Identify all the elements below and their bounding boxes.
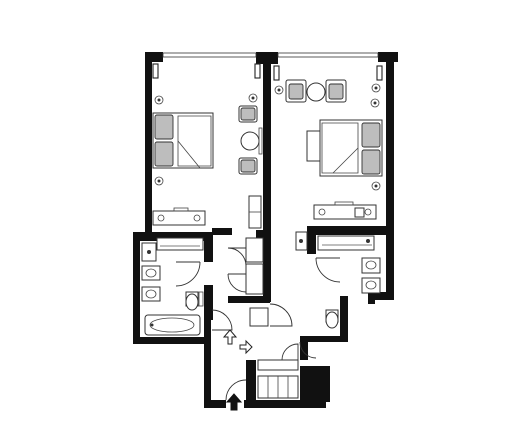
toilet-icon [185, 291, 204, 311]
door-icon [315, 257, 341, 283]
curtain-left-icon [152, 63, 159, 79]
curtain-left-icon [273, 65, 280, 81]
bedroom-right [273, 65, 383, 220]
arrow-up-icon [222, 329, 238, 345]
closet-icon [245, 237, 264, 263]
arrow-right-icon [239, 339, 253, 355]
curtain-right-icon [376, 65, 383, 81]
lamp-icon [371, 181, 381, 191]
cabinet-icon [249, 307, 269, 327]
bedroom-left [152, 63, 263, 229]
sink-icon [141, 286, 161, 302]
door-icon [269, 303, 293, 327]
lamp-icon [274, 85, 284, 95]
curtain-right-icon [254, 63, 261, 79]
bench-icon [306, 130, 321, 162]
toilet-icon [325, 309, 339, 329]
lamp-icon [154, 95, 164, 105]
walls [133, 52, 398, 408]
bed-icon [306, 119, 383, 177]
armchair-icon [285, 79, 307, 103]
entrance-door-icon [225, 379, 247, 401]
entrance-arrow-icon [225, 393, 243, 411]
door-icon [227, 247, 247, 267]
armchair-icon [325, 79, 347, 103]
lamp-icon [248, 93, 258, 103]
door-icon [211, 309, 233, 331]
desk-icon [313, 201, 377, 220]
round-table-icon [240, 127, 263, 155]
sink-icon [141, 265, 161, 281]
armchair-icon [238, 105, 258, 123]
door-icon [227, 273, 247, 293]
chair-icon [354, 207, 365, 218]
door-icon [281, 343, 299, 361]
bathroom-right [295, 231, 381, 329]
vanity-icon [156, 237, 204, 251]
sink-icon [361, 257, 381, 274]
entrance-hall [211, 237, 317, 411]
shelf-icon [257, 359, 299, 371]
closet-icon [245, 263, 264, 295]
bathtub-icon [144, 314, 201, 336]
desk-icon [152, 207, 206, 226]
lamp-icon [370, 98, 380, 108]
bathroom-left [141, 237, 204, 336]
lamp-icon [371, 83, 381, 93]
round-table-icon [306, 82, 326, 102]
door-icon [175, 261, 201, 287]
bed-icon [152, 112, 214, 169]
lamp-icon [154, 176, 164, 186]
door-icon [299, 341, 317, 359]
sink-icon [361, 277, 381, 294]
vanity-icon [317, 235, 375, 251]
armchair-icon [238, 157, 258, 175]
